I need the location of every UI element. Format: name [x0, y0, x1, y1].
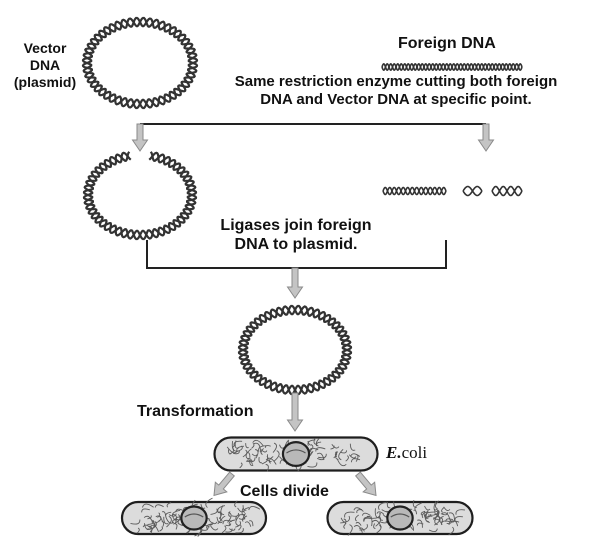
- ecoli-label: E.coli: [386, 443, 427, 463]
- foreign-dna-label: Foreign DNA: [398, 35, 496, 52]
- transformation-arrow: [286, 392, 304, 432]
- cell-plasmid: [281, 441, 311, 467]
- dna-strand: [462, 185, 483, 197]
- dna-strand: [381, 63, 523, 71]
- vector-dna-label: Vector DNA (plasmid): [10, 40, 80, 90]
- ecoli-cell: [213, 436, 379, 472]
- cells-divide-label: Cells divide: [240, 483, 329, 500]
- vector-label-line2: DNA: [29, 56, 61, 73]
- dna-strand: [237, 304, 353, 396]
- cell-plasmid: [180, 505, 208, 531]
- ligase-line2: DNA to plasmid.: [234, 236, 358, 254]
- cell-plasmid: [386, 505, 414, 531]
- dna-strand: [82, 151, 198, 241]
- arrow-to-cut-foreign-dna: [477, 123, 495, 152]
- ligase-line1: Ligases join foreign: [220, 217, 372, 234]
- cut-plasmid: [82, 151, 198, 241]
- restriction-enzyme-caption: Same restriction enzyme cutting both for…: [196, 73, 596, 109]
- vector-label-line3: (plasmid): [13, 73, 77, 90]
- dna-strand: [81, 16, 199, 110]
- foreign-gene-fragment: [462, 185, 483, 197]
- ligase-caption: Ligases join foreign DNA to plasmid.: [196, 216, 396, 254]
- daughter-cell-left: [120, 497, 268, 537]
- dna-strand: [491, 185, 523, 197]
- ecoli-genus: E.: [386, 443, 402, 462]
- ecoli-species: coli: [401, 443, 428, 462]
- arrow-to-cut-plasmid: [131, 123, 149, 152]
- cell-layer: [120, 436, 474, 537]
- vector-excised-fragment: [382, 186, 447, 196]
- arrow-layer: [131, 123, 495, 497]
- restriction-line2: DNA and Vector DNA at specific point.: [260, 91, 532, 108]
- daughter-cell-right: [326, 499, 474, 536]
- vector-label-line1: Vector: [23, 40, 67, 56]
- divide-arrow-left: [213, 471, 236, 497]
- arrow-to-recombinant-plasmid: [286, 267, 304, 299]
- foreign-gene-fragment-end: [491, 185, 523, 197]
- plasmid-layer: [81, 16, 353, 396]
- vector-plasmid: [81, 16, 199, 110]
- divide-arrow-right: [354, 471, 377, 497]
- foreign-dna-strand: [381, 63, 523, 71]
- dna-strand: [382, 186, 447, 196]
- foreign-dna-layer: [381, 63, 523, 197]
- recombinant-plasmid: [237, 304, 353, 396]
- transformation-label: Transformation: [137, 403, 254, 420]
- restriction-line1: Same restriction enzyme cutting both for…: [234, 73, 558, 90]
